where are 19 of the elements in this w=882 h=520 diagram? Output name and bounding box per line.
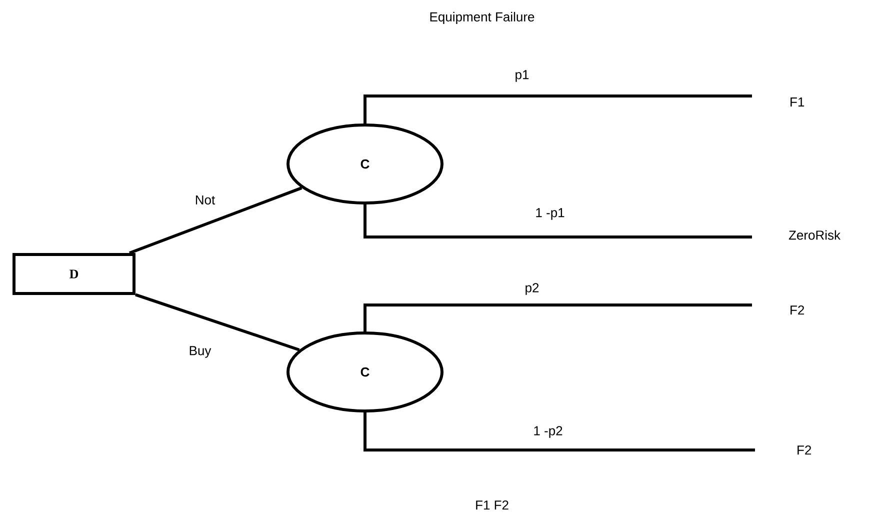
edge-label: Buy (188, 345, 212, 359)
edge-label: p1 (514, 69, 530, 83)
edge-label: Not (194, 194, 216, 206)
branch-line (129, 186, 302, 254)
branch-line (364, 204, 752, 238)
note-label: F1 F2 (476, 500, 508, 510)
outcome-label: F1 (790, 98, 804, 106)
decision-box: D (12, 253, 136, 295)
branch-line (364, 412, 755, 452)
edge-label: p2 (524, 282, 540, 296)
branch-line (364, 304, 752, 332)
outcome-label: F2 (798, 445, 812, 455)
outcome-label: ZeroRisk (788, 230, 841, 240)
edge-label: 1 -p1 (534, 207, 566, 221)
branch-line (135, 293, 300, 352)
edge-label: 1 -p2 (532, 425, 564, 439)
title: Equipment Failure (430, 12, 534, 24)
outcome-label: F2 (790, 305, 804, 315)
branch-line (364, 94, 752, 124)
